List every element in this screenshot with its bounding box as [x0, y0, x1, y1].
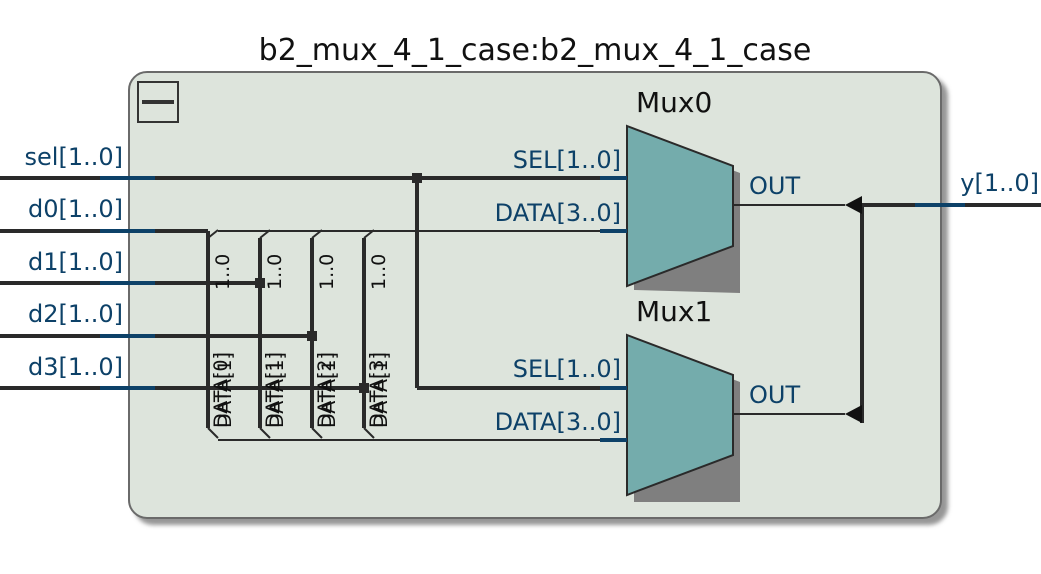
- ripper-lines: [207, 229, 600, 441]
- d0-net[interactable]: [155, 229, 210, 428]
- merge-arrow-icon: [845, 405, 862, 423]
- collapse-button[interactable]: [137, 81, 179, 123]
- mux1-data-pin: DATA[3..0]: [495, 408, 621, 436]
- svg-text:1..0: 1..0: [264, 254, 286, 290]
- bus-ripper-1: DATA[1] DATA[1] 1..0: [262, 254, 288, 428]
- output-label-y: y[1..0]: [960, 169, 1039, 197]
- input-label-d1: d1[1..0]: [28, 248, 123, 276]
- svg-text:DATA[1]: DATA[1]: [318, 352, 340, 428]
- merge-arrow-icon: [845, 196, 862, 214]
- d1-net[interactable]: [155, 238, 265, 428]
- svg-text:DATA[2]: DATA[2]: [314, 352, 336, 428]
- d2-net[interactable]: [155, 238, 317, 428]
- svg-text:DATA[1]: DATA[1]: [214, 352, 236, 428]
- module-title: b2_mux_4_1_case:b2_mux_4_1_case: [259, 33, 812, 68]
- svg-text:DATA[1]: DATA[1]: [266, 352, 288, 428]
- svg-text:DATA[0]: DATA[0]: [210, 352, 232, 428]
- input-label-d3: d3[1..0]: [28, 353, 123, 381]
- mux0-sel-pin: SEL[1..0]: [513, 146, 621, 174]
- output-net[interactable]: [845, 196, 1041, 423]
- mux1-sel-pin: SEL[1..0]: [513, 355, 621, 383]
- svg-text:DATA[3]: DATA[3]: [366, 352, 388, 428]
- input-label-d2: d2[1..0]: [28, 300, 123, 328]
- svg-text:1..0: 1..0: [316, 254, 338, 290]
- sel-junction: [412, 173, 422, 183]
- sel-net[interactable]: [155, 173, 600, 390]
- svg-text:DATA[1]: DATA[1]: [370, 352, 392, 428]
- svg-text:1..0: 1..0: [212, 254, 234, 290]
- mux1-out-pin: OUT: [749, 381, 800, 409]
- module-box[interactable]: [128, 71, 942, 519]
- mux0-out-pin: OUT: [749, 172, 800, 200]
- mux0[interactable]: Mux0 SEL[1..0] DATA[3..0] OUT: [495, 86, 845, 293]
- bus-ripper-3: DATA[3] DATA[1] 1..0: [366, 254, 392, 428]
- mux1-name: Mux1: [636, 295, 712, 328]
- bus-ripper-2: DATA[2] DATA[1] 1..0: [314, 254, 340, 428]
- svg-text:1..0: 1..0: [368, 254, 390, 290]
- input-label-sel: sel[1..0]: [25, 143, 123, 171]
- mux0-name: Mux0: [636, 86, 712, 119]
- svg-text:DATA[1]: DATA[1]: [262, 352, 284, 428]
- mux1[interactable]: Mux1 SEL[1..0] DATA[3..0] OUT: [495, 295, 845, 502]
- mux0-data-pin: DATA[3..0]: [495, 199, 621, 227]
- bus-ripper-0: DATA[0] DATA[1] 1..0: [210, 254, 236, 428]
- input-label-d0: d0[1..0]: [28, 195, 123, 223]
- d3-net[interactable]: [155, 238, 369, 428]
